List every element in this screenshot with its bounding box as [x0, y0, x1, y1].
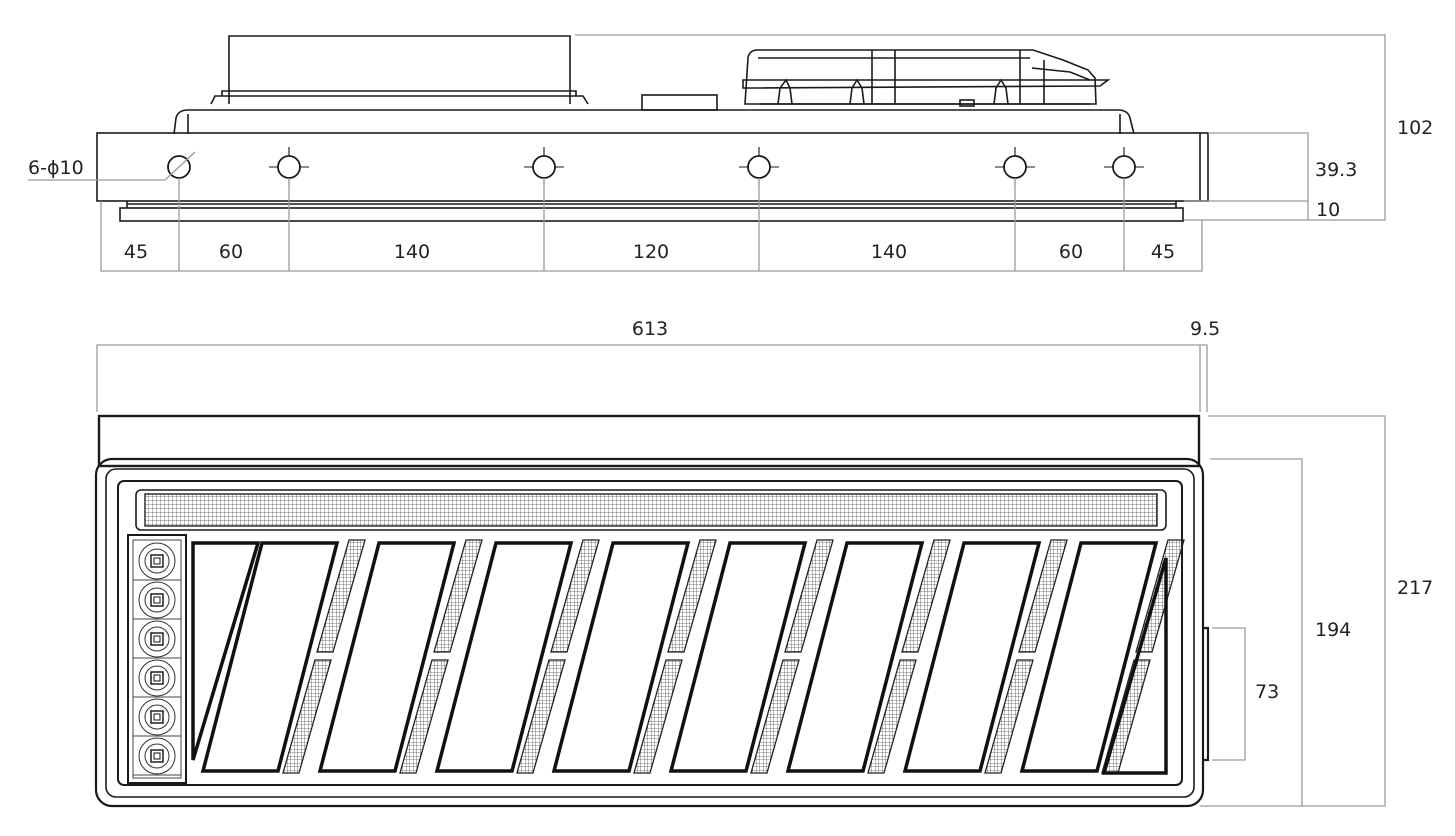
mounting-hole: [995, 147, 1035, 271]
mounting-hole: [524, 147, 564, 271]
mounting-plate: [97, 414, 1201, 468]
hatched-divider: [282, 539, 366, 774]
lens-segment: [434, 541, 574, 773]
spacing-label: 45: [1151, 241, 1175, 263]
hatched-divider: [399, 539, 483, 774]
led-cell: [133, 737, 181, 776]
mounting-holes: [167, 147, 1144, 271]
lens-segment: [668, 541, 808, 773]
dim-body-height: 39.3: [1315, 159, 1357, 181]
hole-spacing-dimensions: 45 60 140 120 140 60 45: [124, 241, 1175, 263]
left-triangle-segment: [191, 541, 261, 761]
lens-segment: [902, 541, 1042, 773]
led-cells: [133, 542, 181, 776]
lens-segment: [200, 541, 340, 773]
lens-frame: [117, 480, 1183, 786]
lens-segment: [1019, 541, 1159, 773]
mounting-hole: [1104, 147, 1144, 271]
top-light-strip: [144, 493, 1158, 527]
spacing-label: 45: [124, 241, 148, 263]
hatched-divider: [867, 539, 951, 774]
hole-callout: 6-ϕ10: [28, 157, 84, 179]
dim-lens-height: 194: [1315, 619, 1351, 641]
lens-segment: [551, 541, 691, 773]
led-cell: [133, 698, 181, 737]
connector-housing: [742, 49, 1111, 107]
lens-inner: [105, 468, 1195, 798]
spacing-label: 140: [871, 241, 907, 263]
mounting-hole: [269, 147, 309, 271]
lamp-base: [173, 109, 1135, 135]
lens-segment: [785, 541, 925, 773]
connector-stub: [1203, 626, 1210, 762]
side-body: [96, 132, 1209, 202]
mounting-flange: [119, 207, 1184, 222]
spacing-label: 60: [1059, 241, 1083, 263]
dim-offset: 9.5: [1190, 318, 1220, 340]
led-cell: [133, 620, 181, 659]
lens-segments: [200, 539, 1185, 774]
led-column: [127, 534, 187, 784]
dim-front-total-height: 217: [1397, 577, 1433, 599]
led-cell: [133, 581, 181, 620]
led-cell: [133, 542, 181, 581]
lens-segment: [317, 541, 457, 773]
spacing-label: 140: [394, 241, 430, 263]
top-light-strip-outline: [135, 489, 1167, 531]
lens-outer: [94, 457, 1205, 808]
spacing-label: 120: [633, 241, 669, 263]
hatched-divider: [984, 539, 1068, 774]
spacing-label: 60: [219, 241, 243, 263]
dim-flange-height: 10: [1316, 199, 1340, 221]
led-cell: [133, 659, 181, 698]
hatched-divider: [750, 539, 834, 774]
rear-housing: [210, 35, 589, 105]
hatched-divider: [516, 539, 600, 774]
front-view: 613 9.5 217: [94, 318, 1433, 808]
dim-connector-height: 73: [1255, 681, 1279, 703]
right-triangle-segment: [1101, 557, 1168, 775]
dim-width: 613: [632, 318, 668, 340]
mounting-hole: [739, 147, 779, 271]
side-view: 6-ϕ10 102 39.3 10 45 60 140 120 140 60 45: [28, 34, 1433, 272]
hatched-divider: [633, 539, 717, 774]
dim-total-height: 102: [1397, 117, 1433, 139]
center-boss: [641, 94, 718, 111]
